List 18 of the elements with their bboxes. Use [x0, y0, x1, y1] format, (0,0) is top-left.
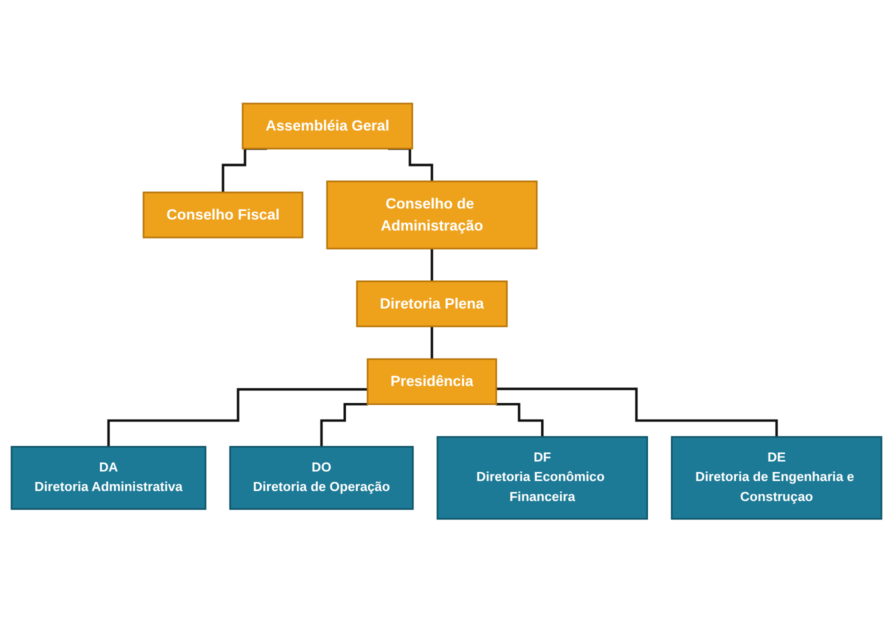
- connector: [107, 388, 368, 448]
- connector: [320, 402, 368, 448]
- connector: [430, 324, 434, 360]
- connector: [430, 247, 434, 282]
- node-box: [670, 436, 882, 520]
- org-chart: Assembléia Geral Conselho Fiscal Conselho de Administração Diretoria Plena Presidência DA Diretoria Administrativa DO Diretoria de Operação DF Diretoria Econômico Financeira DE Diretoria de Engenharia e Construçao: [5, 96, 888, 526]
- node-box: [10, 446, 206, 510]
- connector: [496, 387, 778, 438]
- node-box: [326, 180, 538, 250]
- connector: [388, 147, 434, 182]
- node-box: [436, 436, 648, 520]
- connector: [222, 147, 267, 194]
- node-box: [229, 446, 414, 510]
- node-box: [242, 102, 414, 150]
- node-box: [366, 358, 498, 405]
- node-box: [356, 280, 508, 327]
- connector: [496, 402, 544, 438]
- node-box: [142, 191, 304, 238]
